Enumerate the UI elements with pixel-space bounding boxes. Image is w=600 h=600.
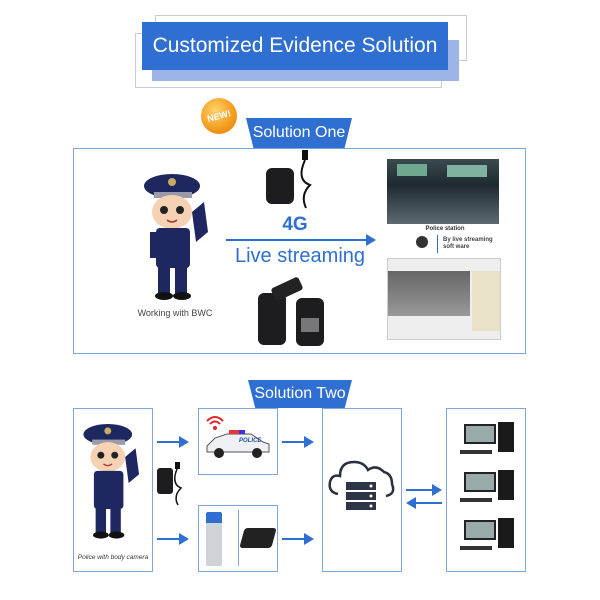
body-camera-side-icon [258,293,286,345]
body-camera-icon [266,168,294,204]
officer-caption-2: Police with body camera [77,554,149,561]
arrow-clients-to-cloud [406,497,442,509]
arrow-officer-to-kiosk [157,533,189,545]
arrow-cloud-to-clients [406,484,442,496]
computer-icon-2 [456,470,518,506]
page-title: Customized Evidence Solution [142,22,448,70]
camera-mic-cable-icon-2 [171,462,185,506]
cloud-server-icon [326,454,398,518]
body-camera-back-icon [296,298,324,346]
kiosk-icon [206,512,222,566]
tab-solution-one[interactable]: Solution One [246,118,352,148]
officer-illustration-2 [80,418,146,548]
software-logo-icon [416,236,428,248]
officer-illustration [140,172,216,302]
arrow-officer-to-car [157,436,189,448]
software-screenshot [387,258,501,340]
body-camera-icon-2 [157,468,173,494]
arrow-car-to-cloud [282,436,314,448]
station-caption: Police station [425,226,465,232]
police-station-photo [387,159,499,224]
stream-arrow [226,234,376,246]
new-badge-text: NEW! [206,108,232,124]
arrow-dock-to-cloud [282,533,314,545]
wifi-icon [205,413,225,431]
stream-label: Live streaming [234,245,366,267]
down-arrow-icon [437,235,438,253]
computer-icon-3 [456,518,518,554]
divider [238,510,239,566]
computer-icon-1 [456,422,518,458]
police-car-icon: POLICE [205,428,271,458]
camera-mic-cable-icon [296,150,316,210]
network-label: 4G [282,214,308,235]
police-car-label: POLICE [239,438,262,444]
officer-caption: Working with BWC [137,308,213,318]
tab-solution-two[interactable]: Solution Two [248,380,352,408]
software-caption: By live streaming soft ware [443,237,493,250]
docking-station-icon [239,528,277,548]
new-badge: NEW! [201,98,237,134]
